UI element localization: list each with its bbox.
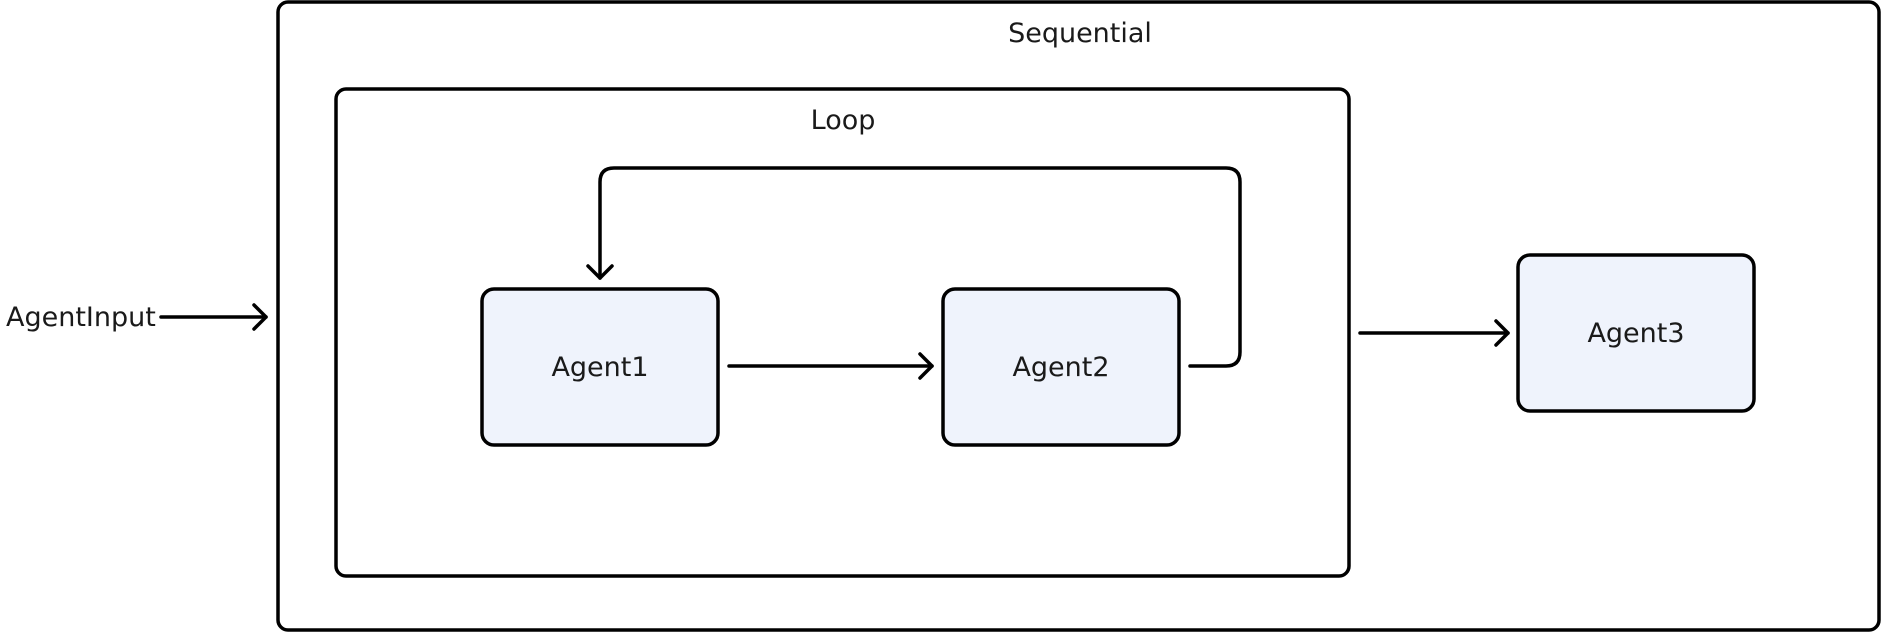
sequential-label: Sequential <box>1008 18 1152 49</box>
agent-input-label: AgentInput <box>6 302 156 333</box>
agent1-node <box>480 287 720 447</box>
agent3-label: Agent3 <box>1587 318 1684 349</box>
loop-back-arrow <box>586 166 1242 368</box>
loop-to-agent3-arrow <box>1358 319 1510 347</box>
agent2-node <box>941 287 1181 447</box>
agent2-label: Agent2 <box>1012 352 1109 383</box>
agent3-node <box>1516 253 1756 413</box>
input-arrow <box>159 303 268 331</box>
loop-container <box>334 87 1351 578</box>
agent1-to-agent2-arrow <box>727 352 934 380</box>
loop-label: Loop <box>811 105 876 136</box>
agent1-label: Agent1 <box>551 352 648 383</box>
